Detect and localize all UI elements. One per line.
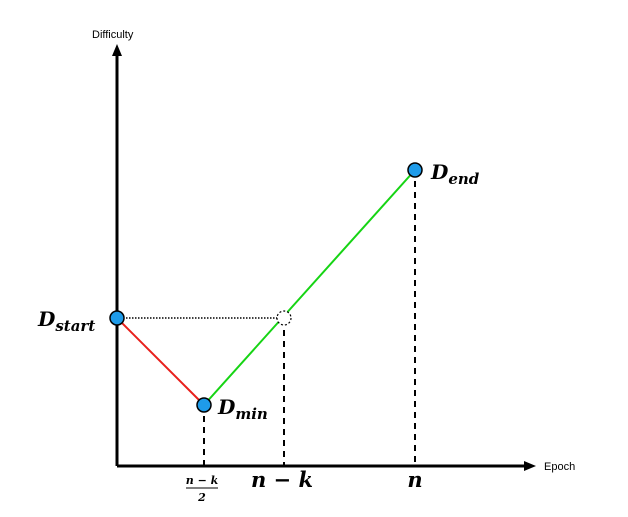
dstart-point bbox=[109, 310, 125, 326]
y-axis-label: Difficulty bbox=[92, 29, 134, 41]
dmin-label: Dmin bbox=[217, 395, 268, 423]
increase-segment bbox=[203, 169, 416, 406]
dmin-label-sub: min bbox=[235, 405, 267, 423]
intersection-point bbox=[276, 310, 292, 326]
dstart-label: Dstart bbox=[37, 307, 95, 335]
dmin-label-main: D bbox=[217, 395, 236, 419]
x-axis-arrowhead bbox=[524, 461, 536, 471]
dstart-label-main: D bbox=[37, 307, 56, 331]
dmin-point bbox=[196, 397, 212, 413]
dend-label-sub: end bbox=[448, 170, 479, 188]
dend-label-main: D bbox=[430, 160, 449, 184]
decrease-segment bbox=[116, 317, 205, 406]
dend-point bbox=[407, 162, 423, 178]
tick-half-denominator: 2 bbox=[197, 491, 206, 504]
dend-label: Dend bbox=[430, 160, 480, 188]
tick-n: n bbox=[407, 467, 422, 492]
tick-n-minus-k: n − k bbox=[251, 467, 313, 492]
dstart-label-sub: start bbox=[55, 317, 95, 335]
tick-half-numerator: n − k bbox=[186, 474, 219, 487]
x-axis-label: Epoch bbox=[544, 461, 575, 473]
y-axis-arrowhead bbox=[112, 44, 122, 56]
